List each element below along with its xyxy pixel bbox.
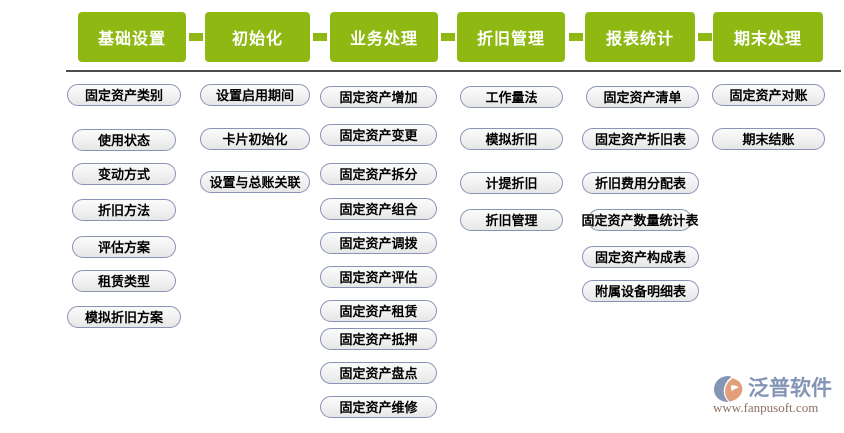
- menu-item-label: 设置启用期间: [215, 87, 294, 103]
- menu-item-label: 固定资产租赁: [339, 303, 418, 319]
- module-header-row: 基础设置 初始化 业务处理 折旧管理 报表统计 期末处理: [0, 12, 844, 64]
- menu-item-label: 模拟折旧方案: [84, 309, 163, 325]
- menu-item-label: 固定资产增加: [339, 89, 418, 105]
- menu-item-label: 变动方式: [97, 166, 150, 182]
- menu-item[interactable]: 设置启用期间: [200, 84, 310, 106]
- menu-item-label: 评估方案: [97, 239, 150, 255]
- module-header-label: 基础设置: [97, 31, 166, 48]
- menu-item[interactable]: 租赁类型: [72, 270, 176, 292]
- fanpu-logo-icon: [712, 374, 746, 404]
- module-header-label: 初始化: [231, 31, 283, 48]
- menu-item[interactable]: 折旧方法: [72, 199, 176, 221]
- menu-item[interactable]: 固定资产调拨: [320, 232, 437, 254]
- menu-item[interactable]: 附属设备明细表: [582, 280, 699, 302]
- menu-item-label: 固定资产折旧表: [594, 131, 686, 147]
- menu-item[interactable]: 折旧管理: [460, 209, 563, 231]
- header-connector-4: [569, 33, 583, 41]
- menu-item-label: 附属设备明细表: [594, 283, 686, 299]
- module-header-label: 期末处理: [733, 31, 802, 48]
- menu-item[interactable]: 固定资产拆分: [320, 163, 437, 185]
- menu-item[interactable]: 固定资产构成表: [582, 246, 699, 268]
- menu-item[interactable]: 变动方式: [72, 163, 176, 185]
- menu-item-label: 租赁类型: [97, 273, 150, 289]
- menu-item[interactable]: 卡片初始化: [200, 128, 310, 150]
- header-connector-2: [313, 33, 327, 41]
- menu-item[interactable]: 固定资产变更: [320, 124, 437, 146]
- header-connector-1: [189, 33, 203, 41]
- menu-item[interactable]: 固定资产类别: [67, 84, 181, 106]
- menu-item-label: 固定资产清单: [603, 89, 682, 105]
- menu-item[interactable]: 固定资产清单: [586, 86, 699, 108]
- menu-item-label: 使用状态: [97, 132, 150, 148]
- menu-item[interactable]: 固定资产评估: [320, 266, 437, 288]
- module-header-1[interactable]: 基础设置: [78, 12, 186, 62]
- menu-item-label: 固定资产类别: [84, 87, 163, 103]
- menu-item[interactable]: 固定资产对账: [712, 84, 825, 106]
- menu-item[interactable]: 固定资产数量统计表: [582, 209, 699, 231]
- header-connector-3: [441, 33, 455, 41]
- menu-item-label: 固定资产盘点: [339, 365, 418, 381]
- module-header-2[interactable]: 初始化: [205, 12, 310, 62]
- menu-item-label: 工作量法: [485, 89, 538, 105]
- module-header-3[interactable]: 业务处理: [330, 12, 438, 62]
- menu-item-label: 计提折旧: [485, 175, 538, 191]
- menu-item-label: 折旧费用分配表: [594, 175, 686, 191]
- menu-item[interactable]: 评估方案: [72, 236, 176, 258]
- menu-item[interactable]: 计提折旧: [460, 172, 563, 194]
- menu-item-label: 模拟折旧: [485, 131, 538, 147]
- menu-item-label: 设置与总账关联: [209, 174, 301, 190]
- menu-item-label: 固定资产组合: [339, 201, 418, 217]
- brand-url: www.fanpusoft.com: [713, 400, 819, 415]
- menu-item[interactable]: 工作量法: [460, 86, 563, 108]
- menu-item[interactable]: 模拟折旧: [460, 128, 563, 150]
- header-divider: [66, 70, 841, 72]
- module-header-4[interactable]: 折旧管理: [457, 12, 565, 62]
- menu-item-label: 固定资产拆分: [339, 166, 418, 182]
- menu-item-label: 折旧方法: [97, 202, 150, 218]
- menu-item-label: 期末结账: [742, 131, 795, 147]
- menu-item[interactable]: 折旧费用分配表: [582, 172, 699, 194]
- menu-item-label: 固定资产对账: [729, 87, 808, 103]
- menu-item[interactable]: 使用状态: [72, 129, 176, 151]
- brand-watermark: 泛普软件 www.fanpusoft.com: [712, 372, 842, 424]
- brand-name: 泛普软件: [748, 377, 832, 400]
- module-header-5[interactable]: 报表统计: [585, 12, 695, 62]
- menu-item[interactable]: 期末结账: [712, 128, 825, 150]
- menu-item[interactable]: 固定资产维修: [320, 396, 437, 418]
- menu-item-label: 固定资产评估: [339, 269, 418, 285]
- menu-item-label: 固定资产变更: [339, 127, 418, 143]
- menu-item[interactable]: 固定资产租赁: [320, 300, 437, 322]
- menu-item-label: 固定资产构成表: [594, 249, 686, 265]
- menu-item[interactable]: 固定资产增加: [320, 86, 437, 108]
- module-header-label: 折旧管理: [476, 31, 545, 48]
- menu-item[interactable]: 固定资产抵押: [320, 328, 437, 350]
- module-header-label: 报表统计: [605, 31, 674, 48]
- menu-item[interactable]: 固定资产组合: [320, 198, 437, 220]
- menu-item-label: 固定资产调拨: [339, 235, 418, 251]
- module-header-label: 业务处理: [349, 31, 418, 48]
- menu-item-label: 固定资产数量统计表: [581, 212, 699, 228]
- menu-item[interactable]: 模拟折旧方案: [67, 306, 181, 328]
- menu-item-label: 固定资产维修: [339, 399, 418, 415]
- menu-item[interactable]: 固定资产盘点: [320, 362, 437, 384]
- menu-item-label: 折旧管理: [485, 212, 538, 228]
- menu-item[interactable]: 设置与总账关联: [200, 171, 310, 193]
- module-header-6[interactable]: 期末处理: [713, 12, 823, 62]
- menu-item[interactable]: 固定资产折旧表: [582, 128, 699, 150]
- menu-item-label: 卡片初始化: [222, 131, 288, 147]
- menu-item-label: 固定资产抵押: [339, 331, 418, 347]
- header-connector-5: [698, 33, 712, 41]
